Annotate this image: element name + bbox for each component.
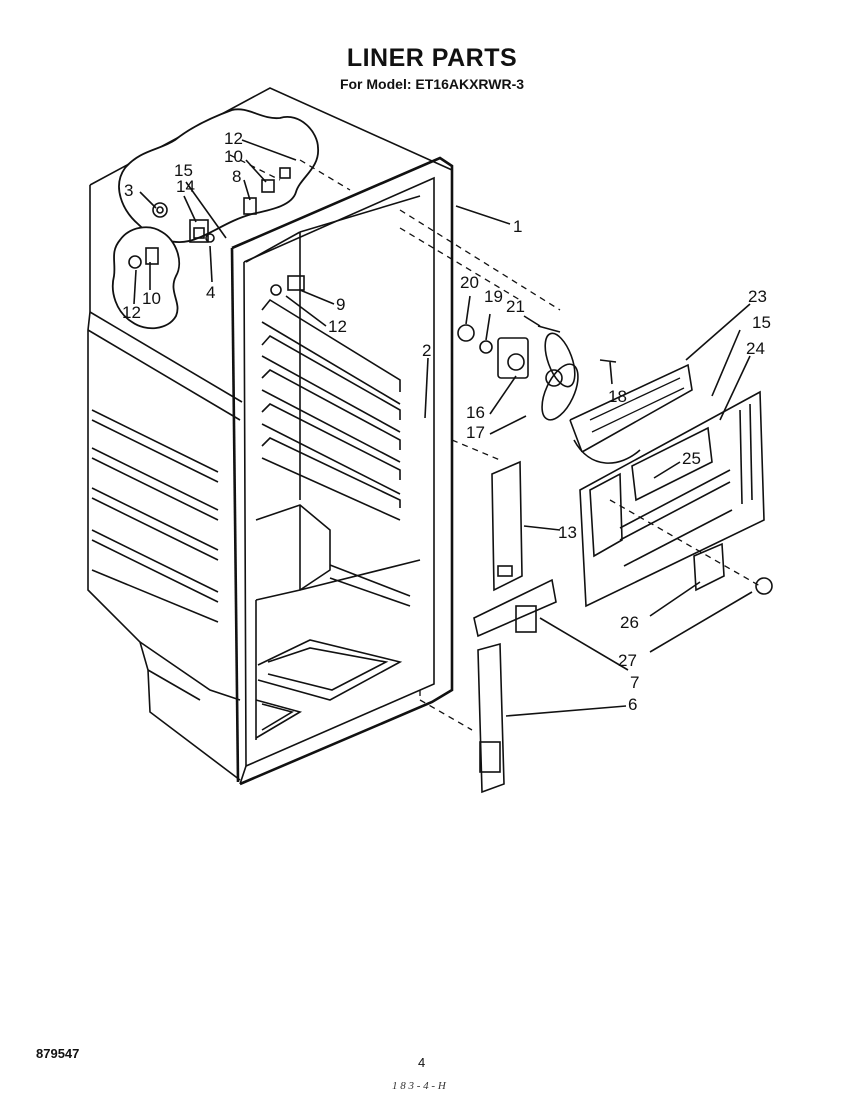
callout-20: 20 xyxy=(460,273,479,292)
cabinet-outer-shell xyxy=(87,87,453,781)
callout-19: 19 xyxy=(484,287,503,306)
callout-17: 17 xyxy=(466,423,485,442)
handwritten-note: 1 8 3 - 4 - H xyxy=(392,1080,446,1092)
callout-25: 25 xyxy=(682,449,701,468)
callout-6: 6 xyxy=(628,695,637,714)
leader-lines xyxy=(133,139,753,717)
callout-12-left: 12 xyxy=(122,303,141,322)
cutaway-panel-left xyxy=(111,226,181,330)
callout-26: 26 xyxy=(620,613,639,632)
plug-part-27 xyxy=(755,577,773,595)
callout-12-top: 12 xyxy=(224,129,243,148)
fan-motor-assembly xyxy=(457,324,617,421)
air-duct-part-13 xyxy=(491,460,523,592)
callout-10-top: 10 xyxy=(224,147,243,166)
page-number: 4 xyxy=(418,1055,426,1070)
callout-24: 24 xyxy=(746,339,765,358)
control-components xyxy=(128,167,305,296)
bracket-part-26 xyxy=(693,542,725,592)
callout-15-right: 15 xyxy=(752,313,771,332)
cabinet-interior xyxy=(245,195,421,740)
callout-8: 8 xyxy=(232,167,241,186)
evaporator-grille xyxy=(569,363,693,464)
cabinet-front-frame xyxy=(230,156,454,786)
callout-10-left: 10 xyxy=(142,289,161,308)
callout-3: 3 xyxy=(124,181,133,200)
callout-4: 4 xyxy=(206,283,215,302)
callout-12-middle: 12 xyxy=(328,317,347,336)
callout-1: 1 xyxy=(513,217,522,236)
callout-13: 13 xyxy=(558,523,577,542)
rear-access-panel xyxy=(579,390,765,608)
baffle-part-7 xyxy=(473,578,557,638)
callout-2: 2 xyxy=(422,341,431,360)
cutaway-panel-top xyxy=(118,108,319,243)
callout-14: 14 xyxy=(176,177,195,196)
callout-16: 16 xyxy=(466,403,485,422)
page-title: LINER PARTS xyxy=(346,44,518,72)
callout-7: 7 xyxy=(630,673,639,692)
callout-9: 9 xyxy=(336,295,345,314)
callout-23: 23 xyxy=(748,287,767,306)
callout-27: 27 xyxy=(618,651,637,670)
callout-18: 18 xyxy=(608,387,627,406)
document-code: 879547 xyxy=(36,1046,80,1061)
callout-21: 21 xyxy=(506,297,525,316)
model-subtitle: For Model: ET16AKXRWR-3 xyxy=(339,76,525,92)
callout-15-top: 15 xyxy=(174,161,193,180)
assembly-dashed-lines xyxy=(229,154,761,731)
